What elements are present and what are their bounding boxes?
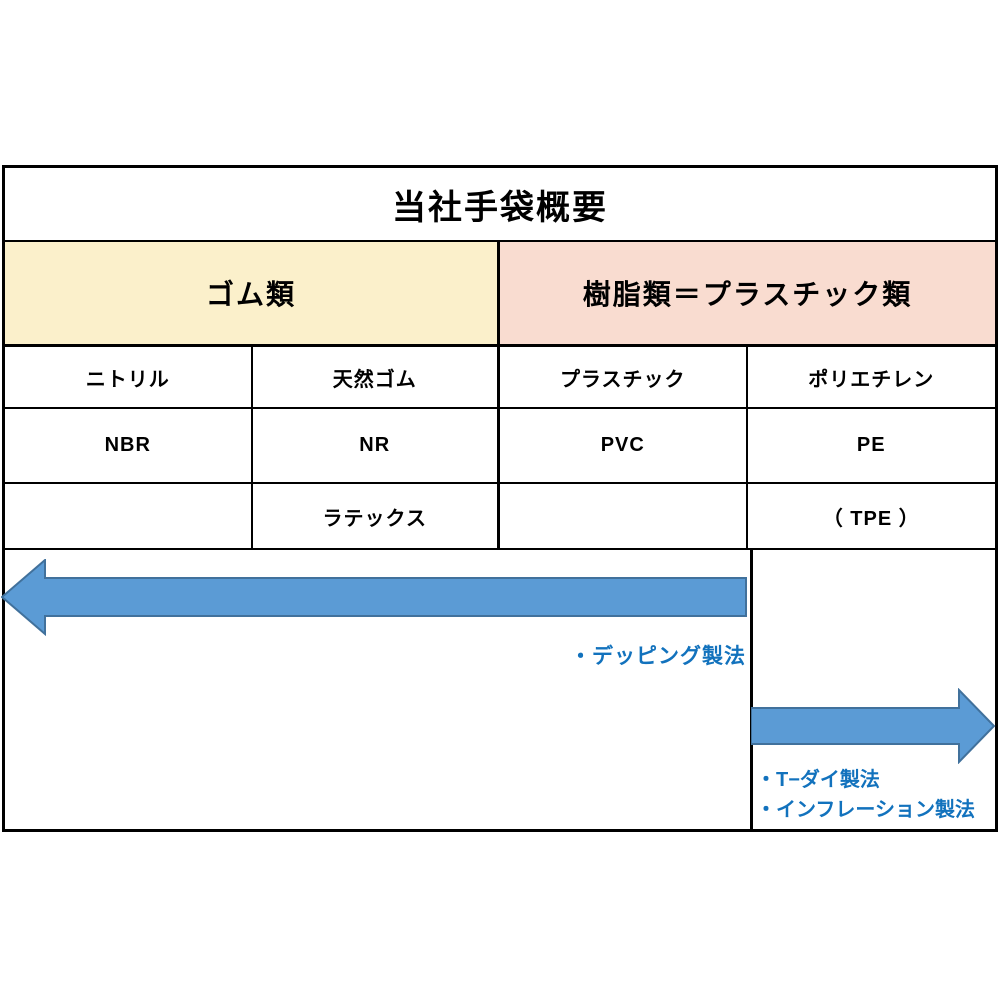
- code-cell-pe: PE: [856, 434, 886, 456]
- material-cell-polyethylene: ポリエチレン: [808, 368, 935, 391]
- code-cell-nr: NR: [253, 409, 500, 482]
- extrusion-arrow-shape: [751, 688, 996, 764]
- sub-row: ラテックス （ TPE ）: [5, 484, 995, 550]
- code-cell-pvc: PVC: [500, 409, 748, 482]
- sub-cell-empty-2: [500, 484, 748, 548]
- table-title: 当社手袋概要: [5, 168, 995, 242]
- material-cell-plastic: プラスチック: [500, 347, 748, 407]
- group-cell-plastic: 樹脂類＝プラスチック類: [500, 242, 995, 344]
- material-cell-nitrile: ニトリル: [5, 347, 253, 407]
- dipping-arrow-icon: [1, 559, 747, 637]
- dipping-arrow-shape: [1, 559, 747, 637]
- dipping-process-label: ・デッピング製法: [570, 645, 746, 668]
- sub-cell-latex: ラテックス: [253, 484, 500, 548]
- sub-cell-empty-1: [5, 484, 253, 548]
- glove-overview-table: 当社手袋概要 ゴム類 樹脂類＝プラスチック類 ニトリル 天然ゴム プラスチック …: [1, 165, 998, 832]
- t-die-process-label: ・T−ダイ製法: [756, 769, 880, 791]
- group-row: ゴム類 樹脂類＝プラスチック類: [5, 242, 995, 347]
- inflation-process-label: ・インフレーション製法: [756, 799, 975, 821]
- process-column-divider: [750, 550, 753, 829]
- group-cell-rubber: ゴム類: [5, 242, 500, 344]
- sub-cell-tpe: （ TPE ）: [822, 507, 920, 530]
- material-row: ニトリル 天然ゴム プラスチック ポリエチレン: [5, 347, 995, 409]
- material-cell-natural-rubber: 天然ゴム: [253, 347, 500, 407]
- code-cell-nbr: NBR: [5, 409, 253, 482]
- process-row: ・デッピング製法 ・T−ダイ製法 ・インフレーション製法: [1, 550, 996, 829]
- code-row: NBR NR PVC PE: [5, 409, 995, 484]
- extrusion-arrow-icon: [751, 688, 996, 764]
- extrusion-process-labels: ・T−ダイ製法 ・インフレーション製法: [756, 765, 995, 825]
